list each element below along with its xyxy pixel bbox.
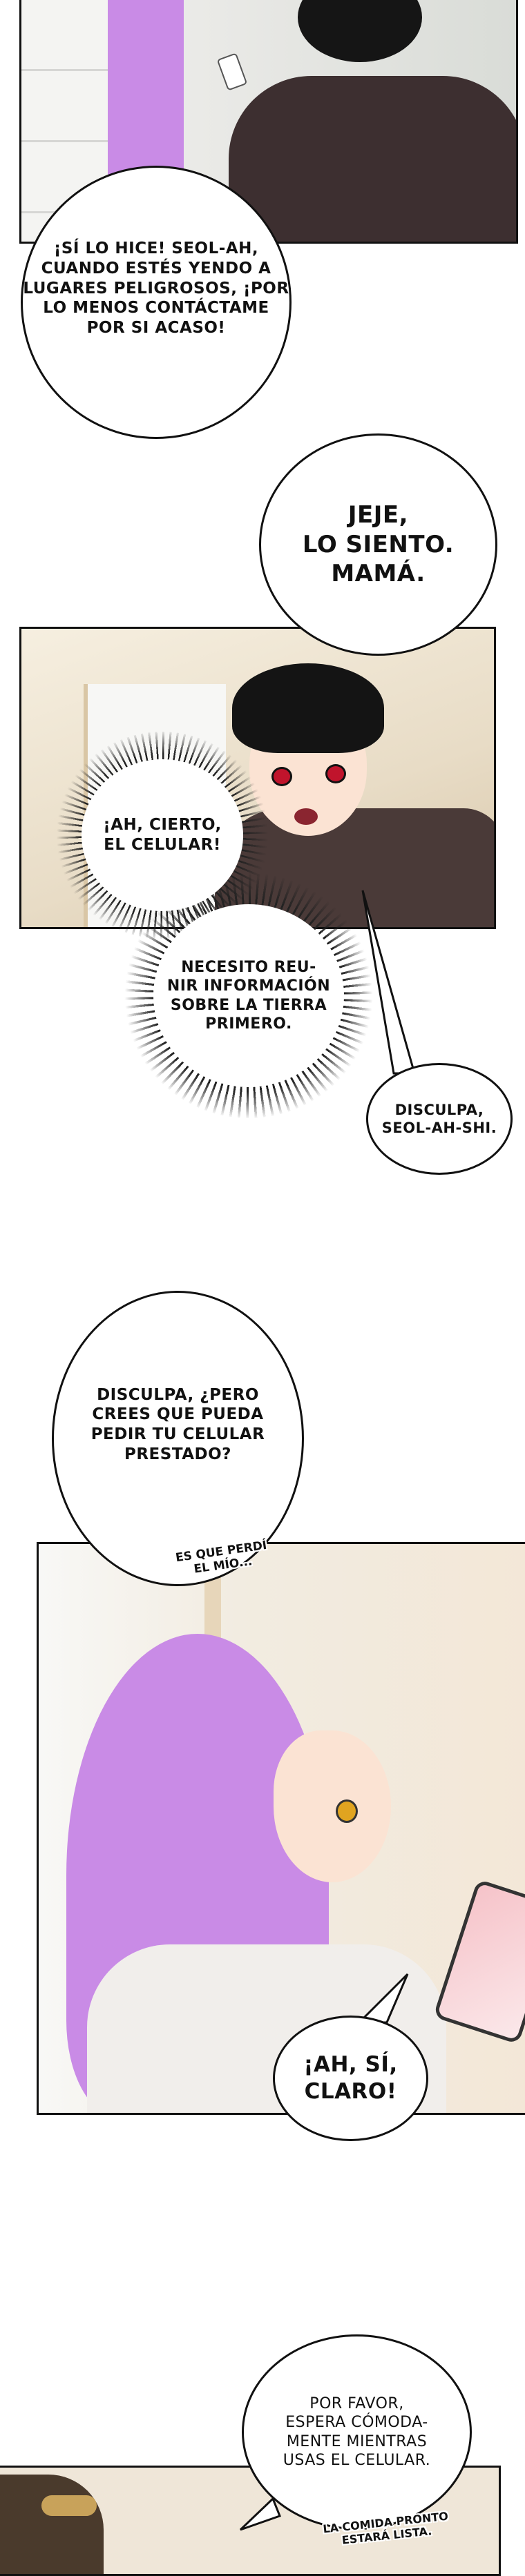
figure-shape	[0, 2475, 104, 2574]
dialogue-text: DISCULPA, ¿PERO CREES QUE PUEDA PEDIR TU…	[90, 1385, 265, 1463]
burst-bubble: NECESITO REU- NIR INFORMACIÓN SOBRE LA T…	[153, 904, 344, 1087]
speech-bubble: ¡AH, SÍ, CLARO!	[273, 2016, 428, 2141]
boy-eye-right	[325, 764, 346, 783]
speech-bubble: DISCULPA, ¿PERO CREES QUE PUEDA PEDIR TU…	[52, 1291, 304, 1586]
dialogue-text: NECESITO REU- NIR INFORMACIÓN SOBRE LA T…	[166, 958, 331, 1033]
woman-face	[274, 1730, 391, 1882]
panel-mother-and-son	[19, 0, 518, 244]
dialogue-text: POR FAVOR, ESPERA CÓMODA- MENTE MIENTRAS…	[283, 2394, 431, 2470]
burst-bubble: ¡AH, CIERTO, EL CELULAR!	[82, 759, 243, 911]
woman-eye	[336, 1799, 358, 1823]
speech-bubble: JEJE, LO SIENTO. MAMÁ.	[259, 433, 497, 656]
speech-bubble: DISCULPA, SEOL-AH-SHI.	[366, 1063, 513, 1175]
golden-trim	[41, 2495, 97, 2516]
dialogue-text: DISCULPA, SEOL-AH-SHI.	[381, 1101, 497, 1136]
boy-hair	[232, 663, 384, 753]
dialogue-text: JEJE, LO SIENTO. MAMÁ.	[302, 501, 455, 588]
dialogue-text: ¡AH, SÍ, CLARO!	[303, 2052, 398, 2104]
boy-eye-left	[271, 767, 292, 786]
speech-bubble: POR FAVOR, ESPERA CÓMODA- MENTE MIENTRAS…	[242, 2334, 472, 2530]
boy-mouth	[294, 808, 318, 825]
man-coat	[229, 76, 516, 242]
dialogue-text: ¡SÍ LO HICE! SEOL-AH, CUANDO ESTÉS YENDO…	[23, 240, 289, 338]
speech-bubble: ¡SÍ LO HICE! SEOL-AH, CUANDO ESTÉS YENDO…	[21, 166, 292, 439]
dialogue-text: ¡AH, CIERTO, EL CELULAR!	[103, 816, 222, 854]
